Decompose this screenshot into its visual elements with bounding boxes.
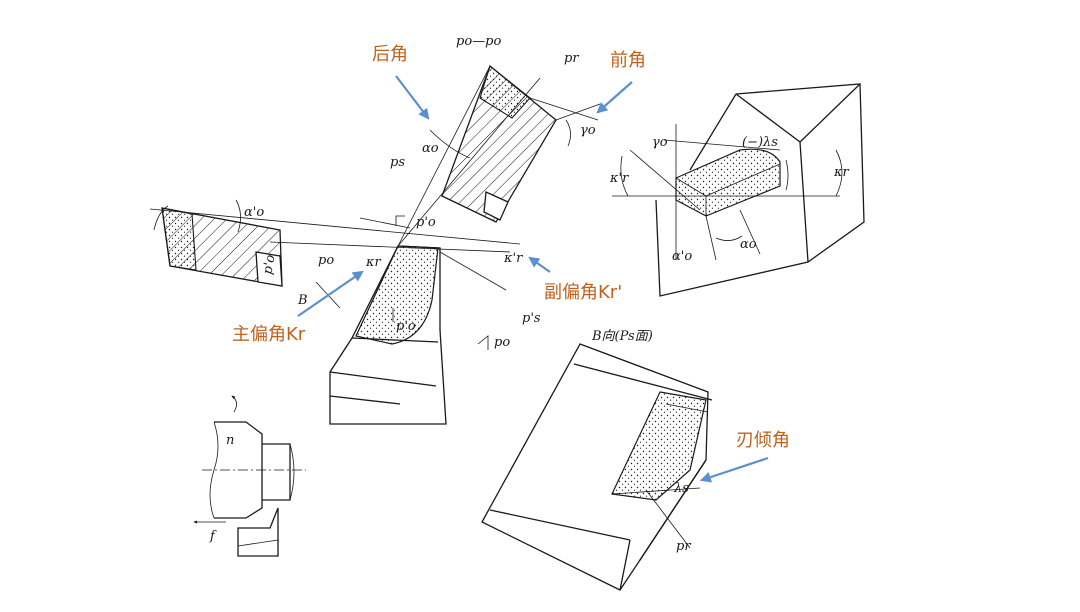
label-ps-prime: p's bbox=[522, 311, 541, 326]
arrow-minor-angle bbox=[528, 256, 551, 273]
label-pr-view: pr bbox=[676, 539, 691, 554]
label-gamma-o: γo bbox=[580, 123, 596, 138]
b-view bbox=[481, 343, 713, 591]
section-po bbox=[429, 64, 601, 223]
lathe-sketch bbox=[193, 395, 306, 557]
label-lambda-s-view: λs bbox=[673, 481, 689, 496]
label-alpha-o-prime: α'o bbox=[244, 205, 264, 220]
label-alpha-o-prime-iso: α'o bbox=[672, 249, 692, 264]
label-ps: ps bbox=[390, 155, 405, 170]
arrow-rear-angle bbox=[395, 75, 430, 120]
symbol-labels: po—po pr γo αo ps α'o p'o p'o po κr κ'r … bbox=[209, 34, 850, 554]
label-gamma-o-iso: γo bbox=[652, 135, 668, 150]
label-B: B bbox=[297, 293, 308, 308]
label-n: n bbox=[226, 433, 234, 448]
annotation-labels: 后角 前角 副偏角Kr' 主偏角Kr 刃倾角 bbox=[232, 44, 790, 451]
arrow-major-angle bbox=[297, 270, 364, 317]
label-kappa-r: κr bbox=[365, 255, 382, 270]
label-po-prime-center: p'o bbox=[396, 319, 416, 334]
label-po-bottom: po bbox=[494, 335, 510, 350]
arrow-inclination-angle bbox=[699, 456, 769, 483]
label-po-main: po bbox=[318, 253, 334, 268]
label-alpha-o: αo bbox=[422, 141, 439, 156]
annotation-minor-angle: 副偏角Kr' bbox=[544, 282, 622, 303]
label-alpha-o-iso: αo bbox=[740, 237, 757, 252]
annotation-major-angle: 主偏角Kr bbox=[232, 324, 306, 345]
label-section-po-po: po—po bbox=[456, 34, 501, 49]
label-b-view-title: B向(Ps面) bbox=[591, 329, 653, 344]
label-f: f bbox=[209, 529, 217, 544]
label-kappa-r-iso: κr bbox=[833, 165, 850, 180]
label-kappa-r-prime: κ'r bbox=[503, 251, 523, 266]
section-po-prime bbox=[153, 199, 283, 287]
annotation-inclination-angle: 刃倾角 bbox=[736, 430, 790, 451]
annotation-rake-angle: 前角 bbox=[610, 50, 646, 71]
label-po-prime-main: p'o bbox=[416, 215, 436, 230]
label-kappa-r-prime-iso: κ'r bbox=[609, 171, 629, 186]
annotation-arrows bbox=[297, 75, 769, 483]
annotation-rear-angle: 后角 bbox=[372, 44, 408, 65]
arrow-rake-angle bbox=[596, 81, 633, 114]
label-po-prime-left: p'o bbox=[260, 253, 278, 275]
isometric-tool-view bbox=[612, 83, 865, 297]
label-lambda-s-iso: (−)λs bbox=[742, 135, 778, 150]
label-pr-top: pr bbox=[564, 51, 579, 66]
